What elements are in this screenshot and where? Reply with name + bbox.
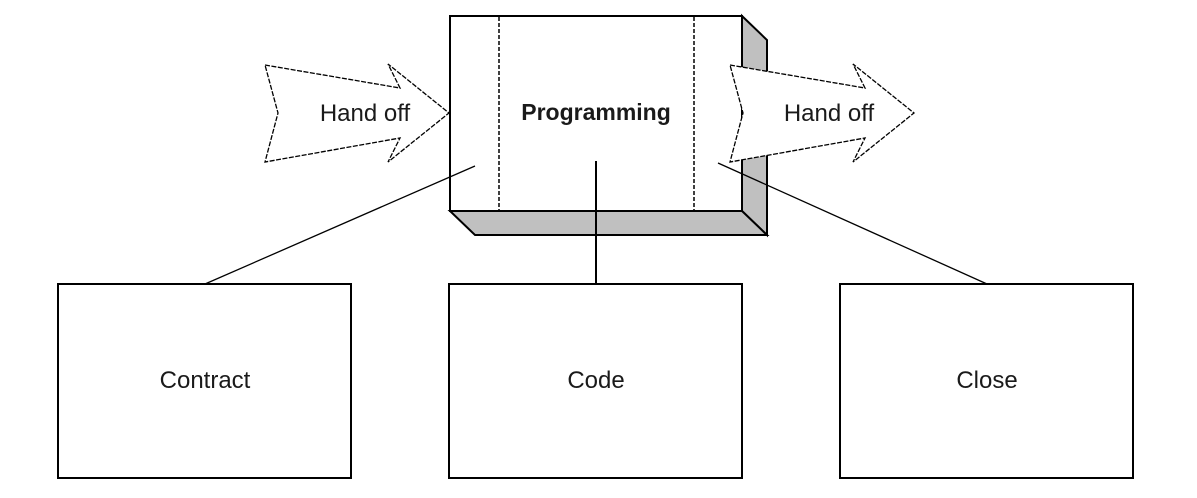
programming-block[interactable]: Programming xyxy=(447,13,770,238)
arrow-out-label: Hand off xyxy=(784,100,875,127)
programming-block-bottom-side xyxy=(447,210,770,236)
code-box[interactable]: Code xyxy=(448,283,743,479)
connector-close xyxy=(717,162,988,285)
close-box-frame xyxy=(839,283,1134,479)
connector-contract xyxy=(204,165,476,285)
contract-box[interactable]: Contract xyxy=(57,283,352,479)
code-label: Code xyxy=(567,367,624,394)
code-box-frame xyxy=(448,283,743,479)
close-label: Close xyxy=(956,367,1017,394)
contract-box-frame xyxy=(57,283,352,479)
contract-label: Contract xyxy=(160,367,251,394)
arrow-in-shape xyxy=(264,63,451,163)
programming-label: Programming xyxy=(521,99,671,125)
handoff-arrow-out[interactable]: Hand off xyxy=(729,63,916,163)
handoff-arrow-in[interactable]: Hand off xyxy=(264,63,451,163)
arrow-in-label: Hand off xyxy=(320,100,411,127)
close-box[interactable]: Close xyxy=(839,283,1134,479)
arrow-out-shape xyxy=(729,63,916,163)
